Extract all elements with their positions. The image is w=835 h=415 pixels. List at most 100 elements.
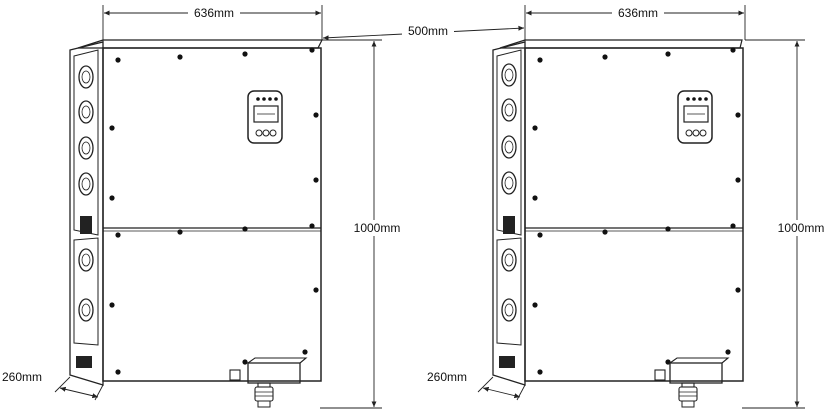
lcd-display-box xyxy=(247,90,283,144)
dimension-height-left: 1000mm xyxy=(320,39,408,409)
label-mask xyxy=(346,220,408,236)
side-fan-strip-upper xyxy=(496,49,522,236)
bolt-icon xyxy=(302,349,308,355)
bolt-icon xyxy=(109,125,115,131)
bolt-icon xyxy=(725,349,731,355)
indicator-led-icon xyxy=(692,97,696,101)
bolt-icon xyxy=(602,229,608,235)
bolt-icon xyxy=(177,54,183,60)
bolt-icon xyxy=(532,125,538,131)
terminal-box-top xyxy=(668,357,730,364)
fan-icon xyxy=(501,98,517,122)
lcd-screen xyxy=(683,105,709,123)
side-foot xyxy=(499,356,515,368)
bolt-icon xyxy=(537,57,543,63)
bolt-icon xyxy=(735,177,741,183)
inverter-front-panel xyxy=(524,47,744,382)
dimension-depth-right: 260mm xyxy=(427,370,526,401)
bolt-icon xyxy=(242,359,248,365)
dimension-arrow xyxy=(59,386,99,399)
fan-icon xyxy=(78,172,94,196)
bolt-icon xyxy=(309,47,315,53)
side-latch xyxy=(503,216,515,234)
inverter-side-panel xyxy=(492,41,526,386)
gap-label: 500mm xyxy=(408,24,448,38)
side-fan-strip-lower xyxy=(496,237,522,346)
bolt-icon xyxy=(313,287,319,293)
width-label-right: 636mm xyxy=(618,6,658,20)
bolt-icon xyxy=(665,51,671,57)
fan-hub-icon xyxy=(81,177,91,191)
fan-hub-icon xyxy=(504,103,514,117)
bolt-icon xyxy=(735,112,741,118)
bolt-icon xyxy=(115,369,121,375)
terminal-box-top xyxy=(246,357,308,364)
panel-bolts xyxy=(109,47,319,375)
bolt-icon xyxy=(115,232,121,238)
label-mask xyxy=(188,5,240,19)
bolt-icon xyxy=(313,177,319,183)
fan-hub-icon xyxy=(504,253,514,267)
indicator-led-icon xyxy=(262,97,266,101)
label-mask xyxy=(402,24,454,38)
keypad-button-icon xyxy=(269,129,277,137)
side-foot xyxy=(76,356,92,368)
terminal-box-edge xyxy=(721,357,729,364)
bolt-icon xyxy=(735,287,741,293)
bottom-terminal-box xyxy=(229,357,308,408)
terminal-box-front xyxy=(247,362,301,384)
indicator-led-icon xyxy=(274,97,278,101)
lcd-screen xyxy=(253,105,279,123)
height-label-right: 1000mm xyxy=(778,221,825,235)
dimension-height-right: 1000mm xyxy=(742,39,832,409)
terminal-lug xyxy=(229,369,241,381)
bolt-icon xyxy=(730,47,736,53)
side-fans xyxy=(78,65,94,322)
fan-hub-icon xyxy=(81,105,91,119)
fan-icon xyxy=(78,65,94,89)
bolt-icon xyxy=(532,302,538,308)
cable-gland-icon xyxy=(678,386,698,402)
cable-gland-icon xyxy=(254,386,274,402)
bolt-icon xyxy=(109,195,115,201)
bolt-icon xyxy=(537,369,543,375)
terminal-box-front xyxy=(669,362,723,384)
bottom-terminal-box xyxy=(654,357,730,408)
side-fan-strip-upper xyxy=(73,49,99,236)
fan-hub-icon xyxy=(81,303,91,317)
depth-label-left: 260mm xyxy=(2,370,42,384)
fan-icon xyxy=(78,136,94,160)
keypad-button-icon xyxy=(685,129,693,137)
inverter-front-panel xyxy=(102,47,322,382)
side-fans xyxy=(501,63,517,322)
dimension-width-right: 636mm xyxy=(524,5,746,40)
width-label-left: 636mm xyxy=(194,6,234,20)
bolt-icon xyxy=(730,223,736,229)
fan-hub-icon xyxy=(81,141,91,155)
fan-hub-icon xyxy=(504,176,514,190)
height-label-left: 1000mm xyxy=(354,221,401,235)
label-mask xyxy=(612,5,664,19)
bolt-icon xyxy=(115,57,121,63)
dimension-depth-left: 260mm xyxy=(2,370,104,401)
fan-icon xyxy=(501,248,517,272)
bolt-icon xyxy=(177,229,183,235)
inverter-left xyxy=(69,39,323,408)
depth-label-right: 260mm xyxy=(427,370,467,384)
keypad-button-icon xyxy=(692,129,700,137)
indicator-led-icon xyxy=(268,97,272,101)
inverter-top-lid xyxy=(77,39,323,49)
bolt-icon xyxy=(602,54,608,60)
bolt-icon xyxy=(532,195,538,201)
bolt-icon xyxy=(313,112,319,118)
keypad-button-icon xyxy=(699,129,707,137)
indicator-led-icon xyxy=(704,97,708,101)
label-mask xyxy=(770,220,832,236)
bolt-icon xyxy=(242,226,248,232)
fan-hub-icon xyxy=(81,253,91,267)
bolt-icon xyxy=(665,226,671,232)
bolt-icon xyxy=(537,232,543,238)
terminal-lug xyxy=(654,369,666,381)
